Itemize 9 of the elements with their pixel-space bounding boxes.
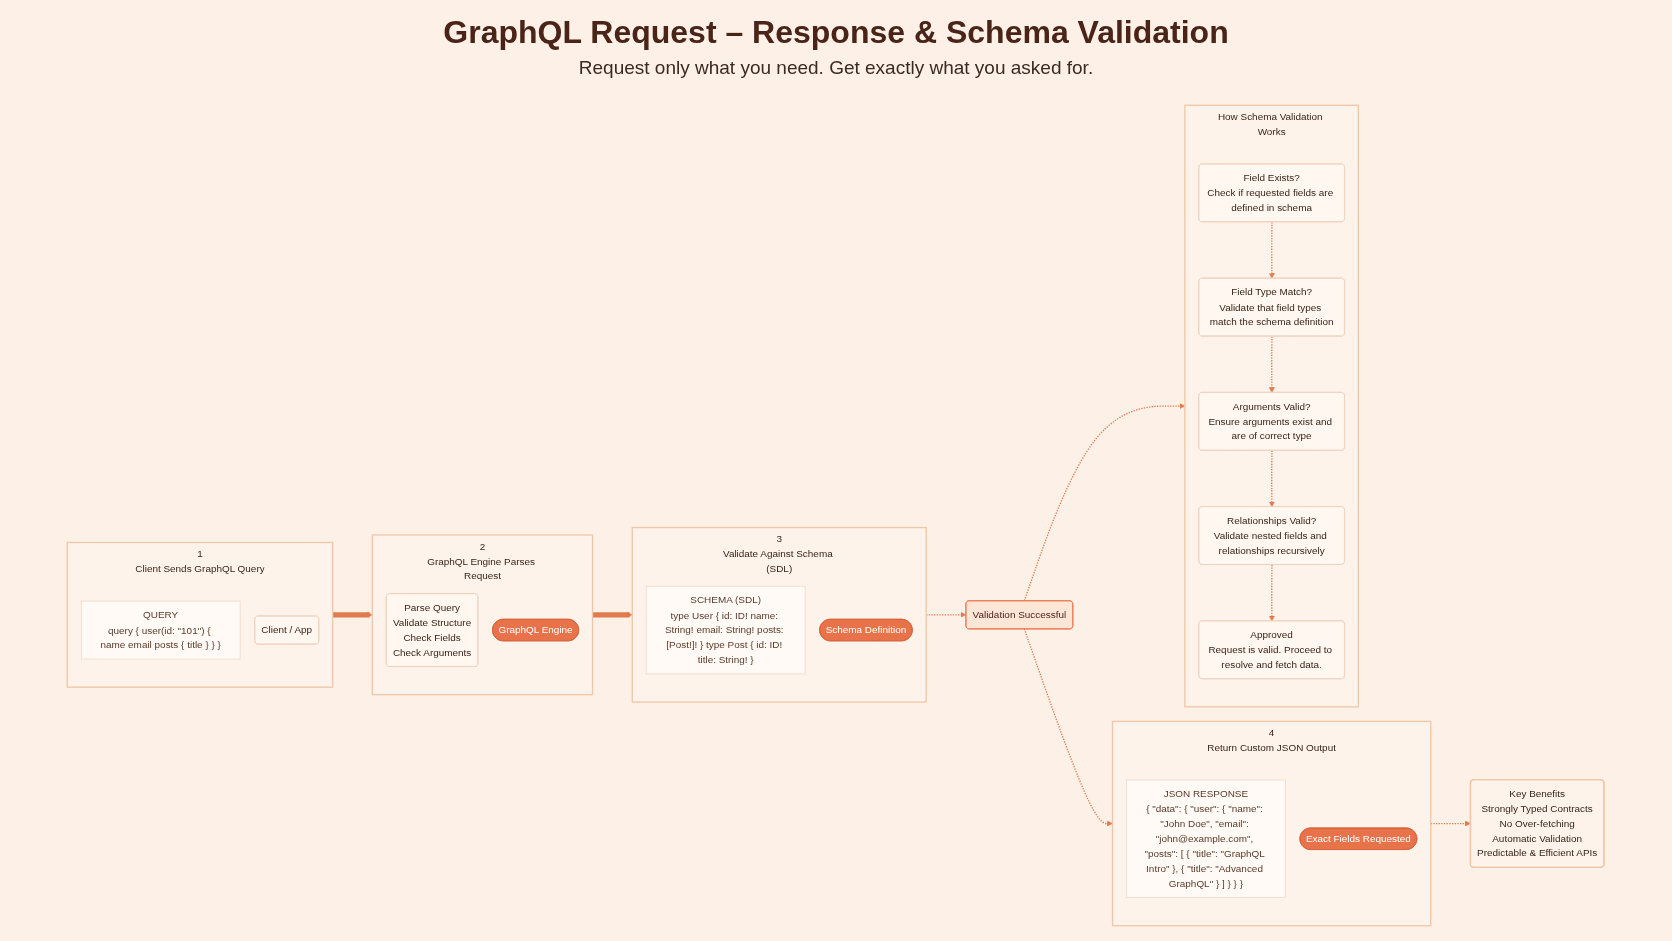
arrow bbox=[592, 611, 633, 618]
subtitle: Request only what you need. Get exactly what you asked for. bbox=[577, 57, 1095, 79]
arrow bbox=[1024, 403, 1186, 602]
title: GraphQL Request – Response & Schema Validation bbox=[442, 14, 1230, 51]
node-box: JSON RESPONSE { "data": { "user": { "name": "John Doe", "email": "john@example.com", "posts": [ { "title": "GraphQL Intro" }, { "title": "Advanced GraphQL" } ] } } } bbox=[1126, 779, 1287, 898]
arrow bbox=[1269, 564, 1276, 622]
arrow bbox=[1269, 221, 1276, 279]
node-box: QUERY query { user(id: "101") { name email posts { title } } } bbox=[81, 600, 241, 660]
node-box: SCHEMA (SDL) type User { id: ID! name: String! email: String! posts: [Post!]! } type Post { id: ID! title: String! } bbox=[646, 585, 806, 675]
